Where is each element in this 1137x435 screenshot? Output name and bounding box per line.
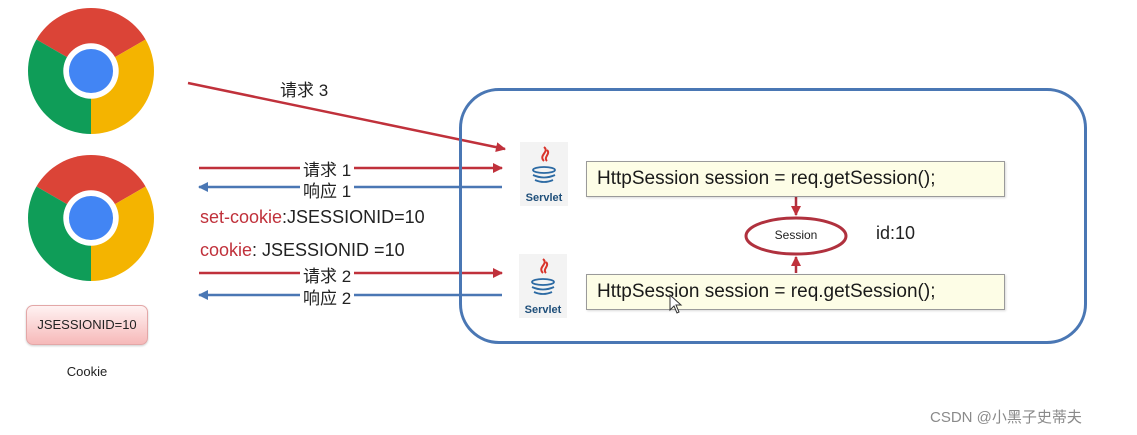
chrome-icon <box>28 8 154 134</box>
cookie-badge: JSESSIONID=10 <box>26 305 148 345</box>
response1-label: 响应 1 <box>300 177 355 202</box>
session-label: Session <box>774 228 818 242</box>
session-ellipse <box>744 216 848 256</box>
request3-arrow <box>187 81 506 153</box>
request1-label: 请求 1 <box>300 156 355 181</box>
server-container <box>459 88 1087 344</box>
servlet-2: Servlet <box>519 254 567 318</box>
request2-label: 请求 2 <box>300 262 355 287</box>
get-session-code-1: HttpSession session = req.getSession(); <box>586 161 1005 197</box>
cookie-caption: Cookie <box>66 364 108 379</box>
servlet-label: Servlet <box>524 304 562 316</box>
session-id-label: id:10 <box>876 223 916 243</box>
java-icon <box>531 258 555 295</box>
servlet-label: Servlet <box>525 192 563 204</box>
browser-1 <box>28 8 154 134</box>
set-cookie-value: :JSESSIONID=10 <box>282 207 425 227</box>
cookie-header: cookie: JSESSIONID =10 <box>200 240 405 261</box>
watermark: CSDN @小黑子史蒂夫 <box>930 409 1082 426</box>
cookie-value: : JSESSIONID =10 <box>252 240 405 260</box>
browser-2 <box>28 155 154 281</box>
java-icon <box>532 146 556 183</box>
chrome-icon <box>28 155 154 281</box>
servlet-1: Servlet <box>520 142 568 206</box>
cursor-icon <box>669 294 683 314</box>
get-session-code-2: HttpSession session = req.getSession(); <box>586 274 1005 310</box>
set-cookie-key: set-cookie <box>200 207 283 227</box>
set-cookie-header: set-cookie:JSESSIONID=10 <box>200 207 425 228</box>
cookie-key: cookie <box>200 240 253 260</box>
request3-label: 请求 3 <box>280 81 329 100</box>
response2-label: 响应 2 <box>300 284 355 309</box>
